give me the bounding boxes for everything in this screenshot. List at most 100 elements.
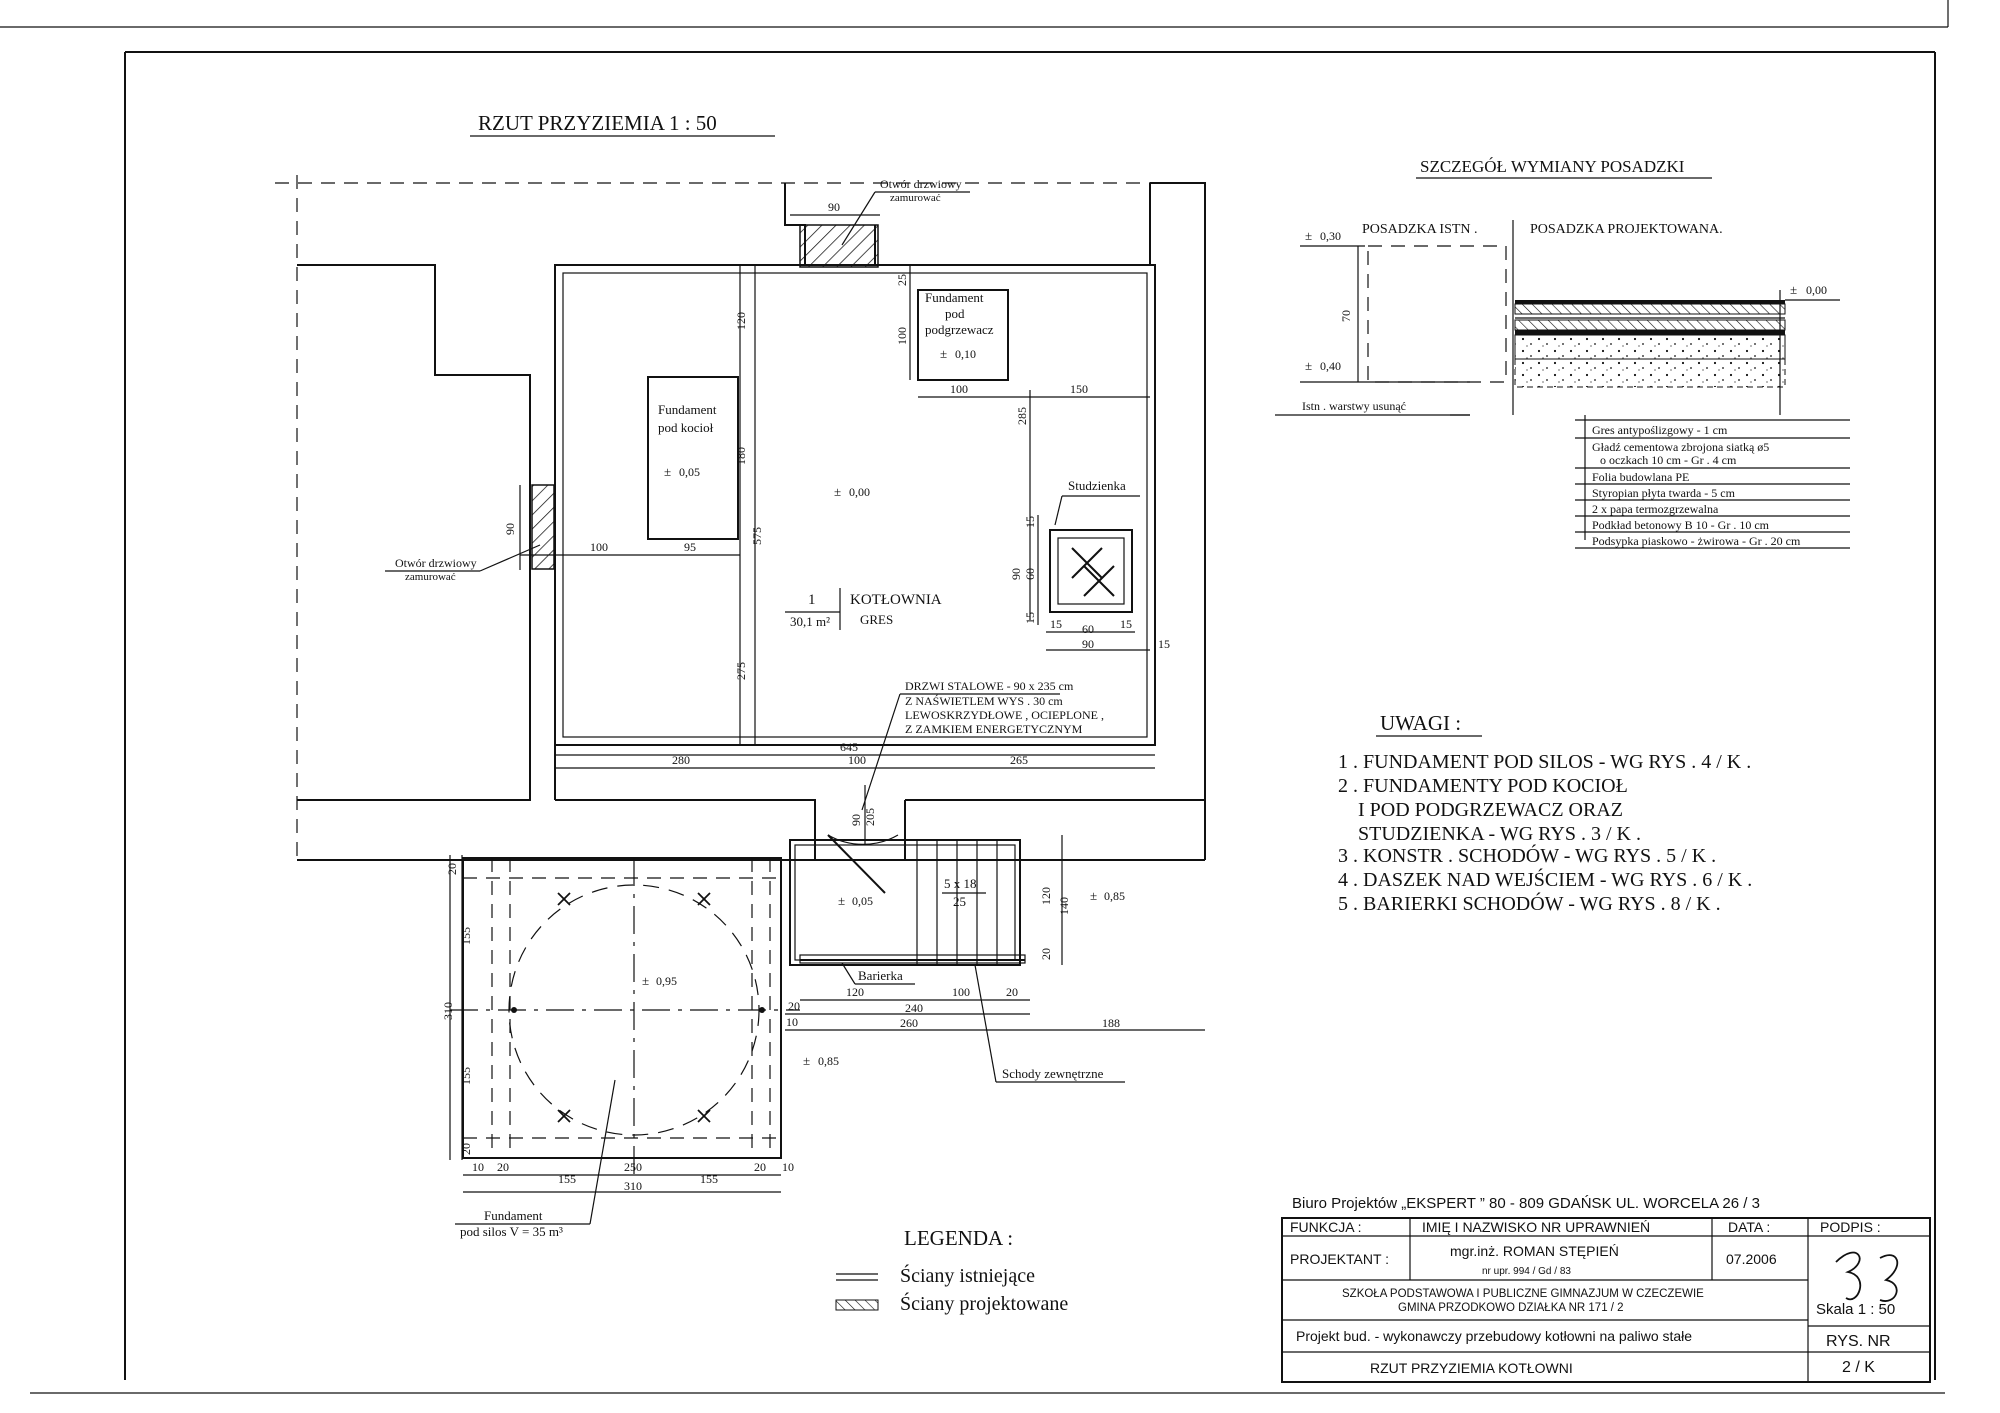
dim-265: 265	[1010, 753, 1028, 767]
legend-designed: Ściany projektowane	[900, 1291, 1068, 1315]
door-note-line-4: Z ZAMKIEM ENERGETYCZNYM	[905, 722, 1083, 736]
dim-10-l: 10	[472, 1160, 484, 1174]
dim-645: 645	[840, 740, 858, 754]
layer-3: Folia budowlana PE	[1592, 470, 1689, 484]
dim-310-v: 310	[441, 1002, 455, 1020]
heater-foundation-label: Fundament	[925, 290, 984, 305]
sheet-frame	[0, 0, 1949, 1394]
dim-90-x: 90	[1082, 637, 1094, 651]
layer-7: Podsypka piaskowo - żwirowa - Gr . 20 cm	[1592, 534, 1801, 548]
legend: LEGENDA : Ściany istniejące Ściany proje…	[835, 1226, 1068, 1315]
dim-155-r2: 155	[700, 1172, 718, 1186]
dim-260: 260	[900, 1016, 918, 1030]
room-number: 1	[808, 592, 816, 608]
dim-90-well-v: 90	[1009, 568, 1023, 580]
landing-level-marker: ±	[838, 893, 845, 908]
designer-license: nr upr. 994 / Gd / 83	[1482, 1266, 1571, 1277]
dim-155-b: 155	[459, 1067, 473, 1085]
note-2-cont-2: STUDZIENKA - WG RYS . 3 / K .	[1358, 823, 1641, 845]
existing-floor-label: POSADZKA ISTN .	[1362, 222, 1478, 237]
role-label: PROJEKTANT :	[1290, 1251, 1389, 1267]
floor-level: 0,00	[849, 485, 870, 499]
stairs-level: 0,85	[1104, 889, 1125, 903]
dim-575: 575	[750, 527, 764, 545]
layers-table: Gres antypoślizgowy - 1 cm Gładź cemento…	[1575, 415, 1850, 549]
layer-2: Gładź cementowa zbrojona siatką ø5	[1592, 440, 1769, 454]
dim-180: 180	[734, 447, 748, 465]
dim-120-b: 120	[846, 985, 864, 999]
title-block: Biuro Projektów „EKSPERT ” 80 - 809 GDAŃ…	[1281, 1195, 1931, 1383]
well	[1049, 529, 1133, 613]
designed-floor-label: POSADZKA PROJEKTOWANA.	[1530, 222, 1723, 237]
legend-heading: LEGENDA :	[904, 1226, 1013, 1250]
dim-20-r: 20	[1039, 948, 1053, 960]
dim-240: 240	[905, 1001, 923, 1015]
dim-90-left: 90	[503, 523, 517, 535]
heater-level: 0,10	[955, 347, 976, 361]
dim-95: 95	[684, 540, 696, 554]
level-030: 0,30	[1320, 229, 1341, 243]
floor-level-marker: ±	[834, 484, 841, 499]
dim-140: 140	[1057, 897, 1071, 915]
boiler-foundation-label-2: pod kocioł	[658, 420, 714, 435]
dim-15-x: 15	[1120, 617, 1132, 631]
th-sign: PODPIS :	[1820, 1219, 1881, 1235]
th-function: FUNKCJA :	[1290, 1219, 1362, 1235]
silo-level: 0,95	[656, 974, 677, 988]
silo-foundation-label: Fundament	[484, 1208, 543, 1223]
ground-level: 0,85	[818, 1054, 839, 1068]
boiler-level-marker: ±	[664, 464, 671, 479]
note-5: 5 . BARIERKI SCHODÓW - WG RYS . 8 / K .	[1338, 891, 1721, 915]
heater-foundation-label-2: pod	[945, 306, 965, 321]
dim-100-left: 100	[590, 540, 608, 554]
note-2-cont: I POD PODGRZEWACZ ORAZ	[1358, 799, 1623, 821]
note-1: 1 . FUNDAMENT POD SILOS - WG RYS . 4 / K…	[1338, 751, 1751, 773]
level-000-marker: ±	[1790, 282, 1797, 297]
dim-20-l: 20	[497, 1160, 509, 1174]
drawing-no-label: RYS. NR	[1826, 1333, 1891, 1350]
floor-detail: SZCZEGÓŁ WYMIANY POSADZKI POSADZKA ISTN …	[1275, 157, 1840, 416]
dim-275: 275	[734, 662, 748, 680]
room-area: 30,1 m²	[790, 614, 830, 629]
dim-310-h: 310	[624, 1179, 642, 1193]
drawing-no: 2 / K	[1842, 1359, 1875, 1376]
silo-foundation-label-2: pod silos V = 35 m³	[460, 1224, 563, 1239]
dim-20-r2: 20	[754, 1160, 766, 1174]
dim-280: 280	[672, 753, 690, 767]
note-2: 2 . FUNDAMENTY POD KOCIOŁ	[1338, 775, 1628, 797]
ground-level-marker: ±	[803, 1053, 810, 1068]
opening-top-label: Otwór drzwiowy	[880, 177, 962, 191]
th-name: IMIĘ I NAZWISKO NR UPRAWNIEŃ	[1422, 1219, 1650, 1235]
th-date: DATA :	[1728, 1219, 1770, 1235]
dim-20-t: 20	[445, 863, 459, 875]
dim-100-door: 100	[848, 753, 866, 767]
bricked-opening-left	[531, 484, 555, 570]
landing-and-stairs	[789, 839, 1026, 966]
project-description: Projekt bud. - wykonawczy przebudowy kot…	[1296, 1328, 1692, 1344]
opening-left-label-2: zamurować	[405, 571, 456, 583]
opening-left-label: Otwór drzwiowy	[395, 556, 477, 570]
dim-100-b: 100	[952, 985, 970, 999]
bricked-opening-top	[799, 224, 879, 268]
dim-20-b1: 20	[1006, 985, 1018, 999]
level-040-marker: ±	[1305, 358, 1312, 373]
room-floor: GRES	[860, 612, 893, 627]
dim-250: 250	[624, 1160, 642, 1174]
level-030-marker: ±	[1305, 228, 1312, 243]
scale: Skala 1 : 50	[1816, 1301, 1895, 1318]
well-label: Studzienka	[1068, 478, 1126, 493]
stairs-level-marker: ±	[1090, 888, 1097, 903]
dim-155-a: 155	[459, 927, 473, 945]
project-line-1: SZKOŁA PODSTAWOWA I PUBLICZNE GIMNAZJUM …	[1342, 1288, 1704, 1300]
project-line-2: GMINA PRZODKOWO DZIAŁKA NR 171 / 2	[1398, 1302, 1624, 1314]
door-note-line-1: DRZWI STALOWE - 90 x 235 cm	[905, 679, 1074, 693]
dim-15-r: 15	[1158, 637, 1170, 651]
dim-10-b: 10	[786, 1015, 798, 1029]
door-note-line-2: Z NAŚWIETLEM WYS . 30 cm	[905, 694, 1063, 708]
layer-4: Styropian płyta twarda - 5 cm	[1592, 486, 1736, 500]
entrance-door	[814, 800, 906, 894]
level-000: 0,00	[1806, 283, 1827, 297]
dim-188: 188	[1102, 1016, 1120, 1030]
dimension-lines: 90 25 100 100 150 285 120 180 275 575 90…	[441, 200, 1205, 1193]
